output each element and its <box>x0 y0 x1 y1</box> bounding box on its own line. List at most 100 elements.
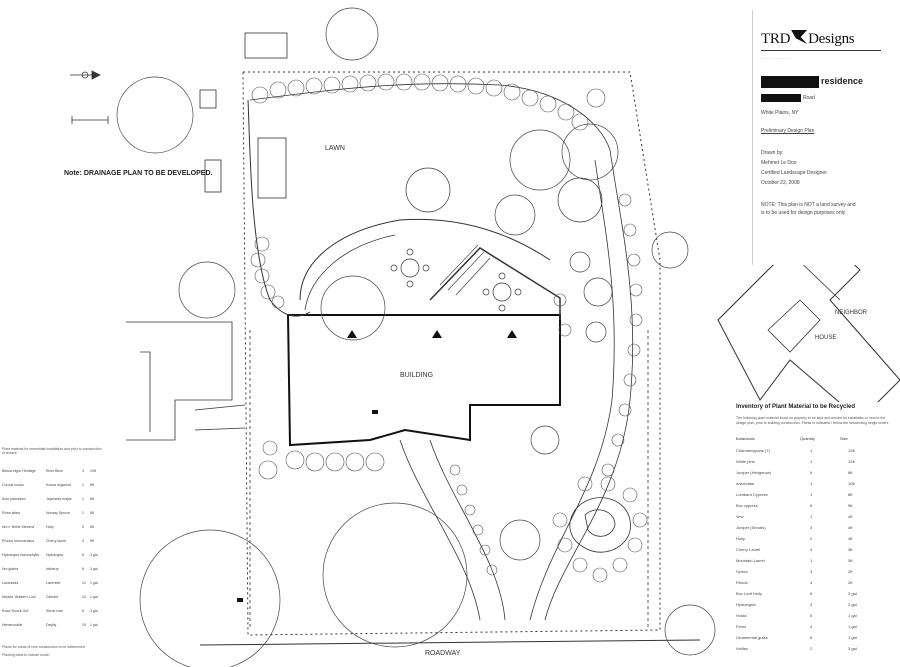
inventory-cell-size: 3 gal <box>848 591 857 596</box>
plant-list-cell-size: 5ft <box>90 539 94 543</box>
plant-list-cell-name: Cornus kousa <box>2 483 24 487</box>
inventory-cell-qty: 2 <box>810 646 813 651</box>
disclaimer-line-1: NOTE: This plan is NOT a land survey and <box>761 202 856 208</box>
plant-list-cell-common: Kousa dogwood <box>46 483 72 487</box>
inventory-cell-size: 12ft <box>848 448 855 453</box>
plant-list-cell-qty: 2 <box>82 511 84 515</box>
col-size: Size <box>840 436 848 441</box>
plant-list-cell-qty: 8 <box>82 567 84 571</box>
plant-list-cell-name: Hemerocallis <box>2 623 23 627</box>
plant-list-cell-common: Japanese maple <box>46 497 72 501</box>
col-quantity: Quantity <box>800 436 815 441</box>
inventory-cell-size: 1 gal <box>848 624 857 629</box>
plant-list-cell-size: 1 gal <box>90 581 98 585</box>
plant-list-table: Plant material for immediate installatio… <box>0 445 105 667</box>
plant-list-footer-1: Plants for areas of new construction to … <box>2 645 85 649</box>
inventory-cell-size: 8ft <box>848 492 853 497</box>
plant-inventory-table: Inventory of Plant Material to be Recycl… <box>730 402 900 667</box>
drawn-by-label: Drawn by: <box>761 150 784 156</box>
plant-list-cell-common: Norway Spruce <box>46 511 70 515</box>
inventory-cell-name: Cherry Laurel <box>736 547 761 552</box>
roadway-label: ROADWAY <box>425 650 461 657</box>
inventory-cell-name: Box cypress <box>736 503 758 508</box>
redaction-bar <box>761 76 819 88</box>
building-label: BUILDING <box>400 372 434 379</box>
logo-text: TRD <box>761 31 791 47</box>
plant-list-cell-common: Hydrangea <box>46 553 64 557</box>
plant-list-cell-qty: 3 <box>82 469 84 473</box>
inventory-cell-name: Hydrangea <box>736 602 756 607</box>
inventory-cell-qty: 3 <box>810 569 813 574</box>
inventory-cell-name: Yew <box>736 514 744 519</box>
designer-name: Mehmet Le Doo <box>761 160 797 166</box>
plant-list-cell-name: Ilex glabra <box>2 567 19 571</box>
plant-list-cell-size: 1 gal <box>90 595 98 599</box>
plant-list-cell-common: Lavender <box>46 581 61 585</box>
inventory-cell-size: 1 gal <box>848 613 857 618</box>
plant-list-cell-common: Inkberry <box>46 567 59 571</box>
plant-list-cell-common: Shrub rose <box>46 609 64 613</box>
inventory-cell-size: 3 gal <box>848 602 857 607</box>
plant-list-row: Lavandula Lavender 12 1 gal <box>2 579 102 587</box>
plant-list-cell-size: 1 gal <box>90 623 98 627</box>
inventory-description: The following plant material found on pr… <box>736 416 889 425</box>
inventory-cell-qty: 1 <box>810 448 813 453</box>
inventory-cell-qty: 1 <box>810 492 813 497</box>
inventory-cell-size: 3ft <box>848 558 853 563</box>
inventory-cell-size: 1 gal <box>848 635 857 640</box>
inventory-cell-size: 2ft <box>848 569 853 574</box>
inventory-cell-size: 3ft <box>848 547 853 552</box>
inventory-cell-size: 4ft <box>848 514 853 519</box>
inventory-cell-size: 6ft <box>848 470 853 475</box>
inventory-cell-qty: 4 <box>810 580 813 585</box>
plant-list-cell-common: Cherry laurel <box>46 539 67 543</box>
logo-text-2: Designs <box>808 31 855 47</box>
plant-list-cell-name: Hydrangea macrophylla <box>2 553 39 557</box>
inventory-cell-name: Ferns <box>736 624 747 629</box>
plant-list-cell-common: Holly <box>46 525 54 529</box>
inventory-cell-name: Juniper (Shrubs) <box>736 525 766 530</box>
plant-list-cell-name: Ilex x 'Nellie Stevens' <box>2 525 35 529</box>
residence-title: residence <box>821 76 864 86</box>
plant-list-cell-size: 6ft <box>90 525 94 529</box>
plant-list-cell-common: Catmint <box>46 595 59 599</box>
north-arrow-icon <box>70 70 101 80</box>
plant-list-cell-size: 6ft <box>90 497 94 501</box>
inventory-cell-name: Juniper (Hedgerow) <box>736 470 772 475</box>
inventory-cell-name: Hosta <box>736 613 747 618</box>
plant-list-cell-size: 8ft <box>90 511 94 515</box>
plant-list-cell-qty: 12 <box>82 581 86 585</box>
inventory-cell-qty: 1 <box>810 558 813 563</box>
inventory-cell-name: Spirea <box>736 569 748 574</box>
neighbor-label: NEIGHBOR <box>835 310 868 316</box>
marker-icons <box>237 330 517 602</box>
inventory-cell-qty: 3 <box>810 602 813 607</box>
plant-list-cell-size: 10ft <box>90 469 96 473</box>
plant-list-cell-qty: 10 <box>82 595 86 599</box>
plant-list-cell-name: Lavandula <box>2 581 19 585</box>
address-line: White Plains, NY <box>761 110 799 116</box>
inventory-cell-size: 10ft <box>848 481 855 486</box>
inventory-cell-qty: 2 <box>810 536 813 541</box>
